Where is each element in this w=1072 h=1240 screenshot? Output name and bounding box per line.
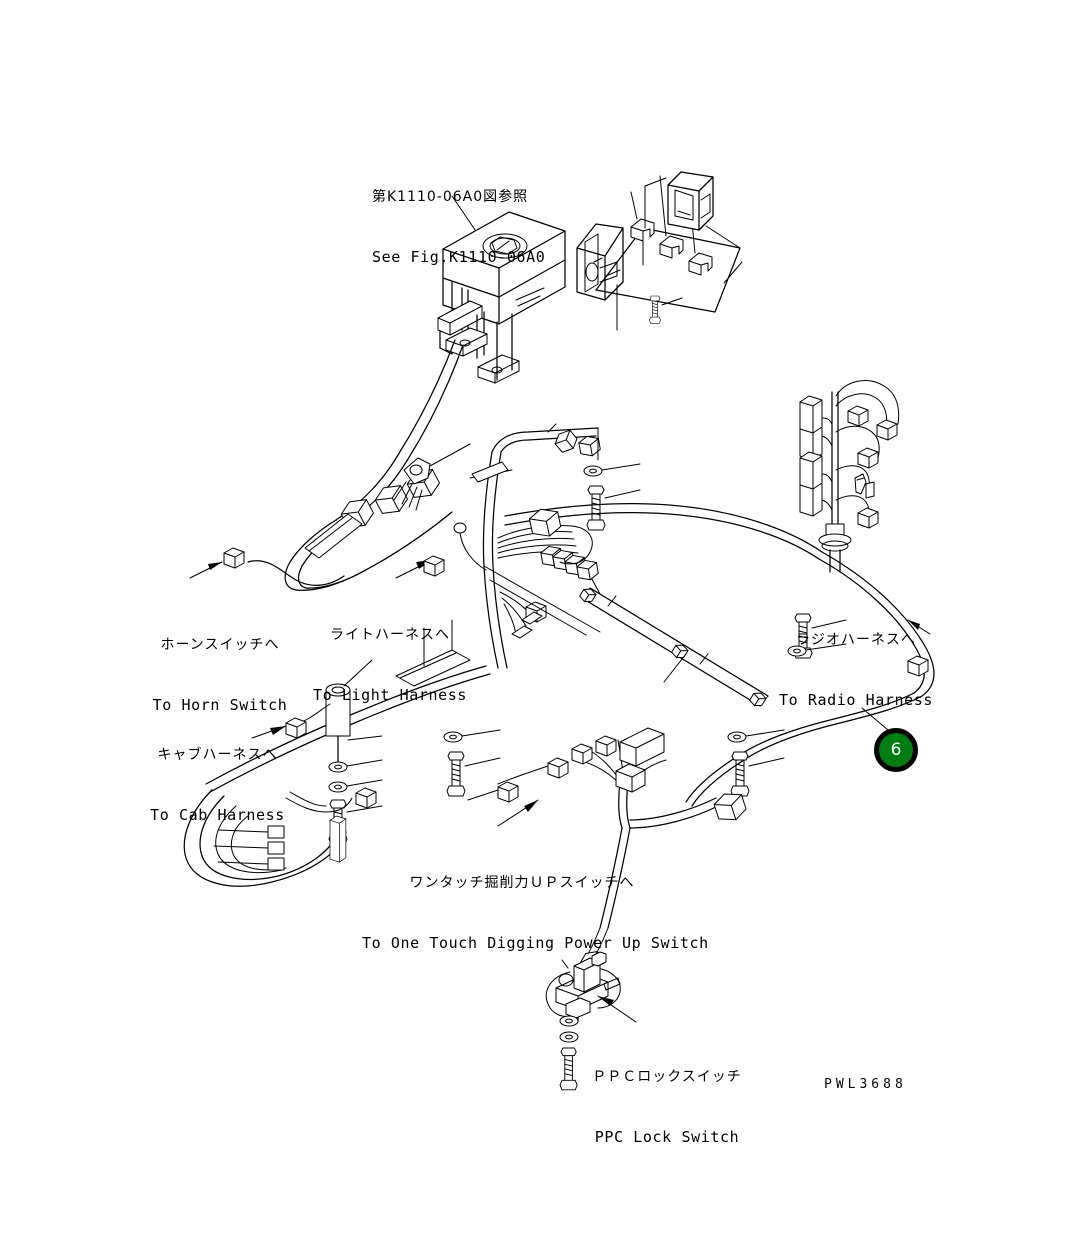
cab-harness-branch	[183, 619, 491, 887]
label-ppc-lock-switch: ＰＰＣロックスイッチ PPC Lock Switch	[592, 1028, 742, 1188]
one-touch-branch	[467, 727, 749, 976]
label-light-harness: ライトハーネスへ To Light Harness	[310, 586, 470, 746]
drawing-number: PWL3688	[824, 1077, 907, 1092]
controller-box-assembly	[437, 195, 566, 384]
label-cab-harness: キャブハーネスへ To Cab Harness	[145, 706, 290, 866]
wiring-harness-routing	[443, 423, 935, 807]
callout-badge-number: 6	[890, 740, 902, 760]
label-radio-harness-en: To Radio Harness	[778, 690, 934, 709]
label-radio-harness: ラジオハーネスへ To Radio Harness	[776, 591, 936, 751]
label-horn-switch-en: To Horn Switch	[152, 695, 288, 714]
label-cab-harness-jp: キャブハーネスへ	[157, 746, 278, 763]
label-see-figure-en: See Fig.K1110-06A0	[372, 247, 546, 266]
label-cab-harness-en: To Cab Harness	[150, 805, 285, 824]
label-horn-switch: ホーンスイッチへ To Horn Switch	[150, 596, 290, 756]
label-light-harness-en: To Light Harness	[312, 685, 468, 704]
label-ppc-lock-switch-jp: ＰＰＣロックスイッチ	[592, 1068, 742, 1085]
callout-badge-6[interactable]: 6	[874, 728, 918, 772]
relay-module	[576, 223, 624, 301]
label-one-touch-digging-jp: ワンタッチ掘削力ＵＰスイッチへ	[409, 874, 635, 891]
callout-leader-line	[861, 707, 889, 731]
label-radio-harness-jp: ラジオハーネスへ	[796, 631, 916, 648]
label-light-harness-jp: ライトハーネスへ	[330, 626, 450, 643]
ppc-lock-switch-body	[545, 951, 637, 1091]
label-see-figure: 第K1110-06A0図参照 See Fig.K1110-06A0	[372, 148, 562, 308]
label-horn-switch-jp: ホーンスイッチへ	[160, 636, 280, 653]
label-see-figure-jp: 第K1110-06A0図参照	[372, 188, 529, 205]
left-harness-branch	[189, 339, 471, 591]
clamp-and-bracket-group	[595, 171, 743, 331]
label-one-touch-digging: ワンタッチ掘削力ＵＰスイッチへ To One Touch Digging Pow…	[362, 834, 709, 994]
radio-harness-branch-connectors	[799, 380, 931, 635]
label-one-touch-digging-en: To One Touch Digging Power Up Switch	[362, 933, 709, 952]
label-ppc-lock-switch-en: PPC Lock Switch	[594, 1127, 740, 1146]
